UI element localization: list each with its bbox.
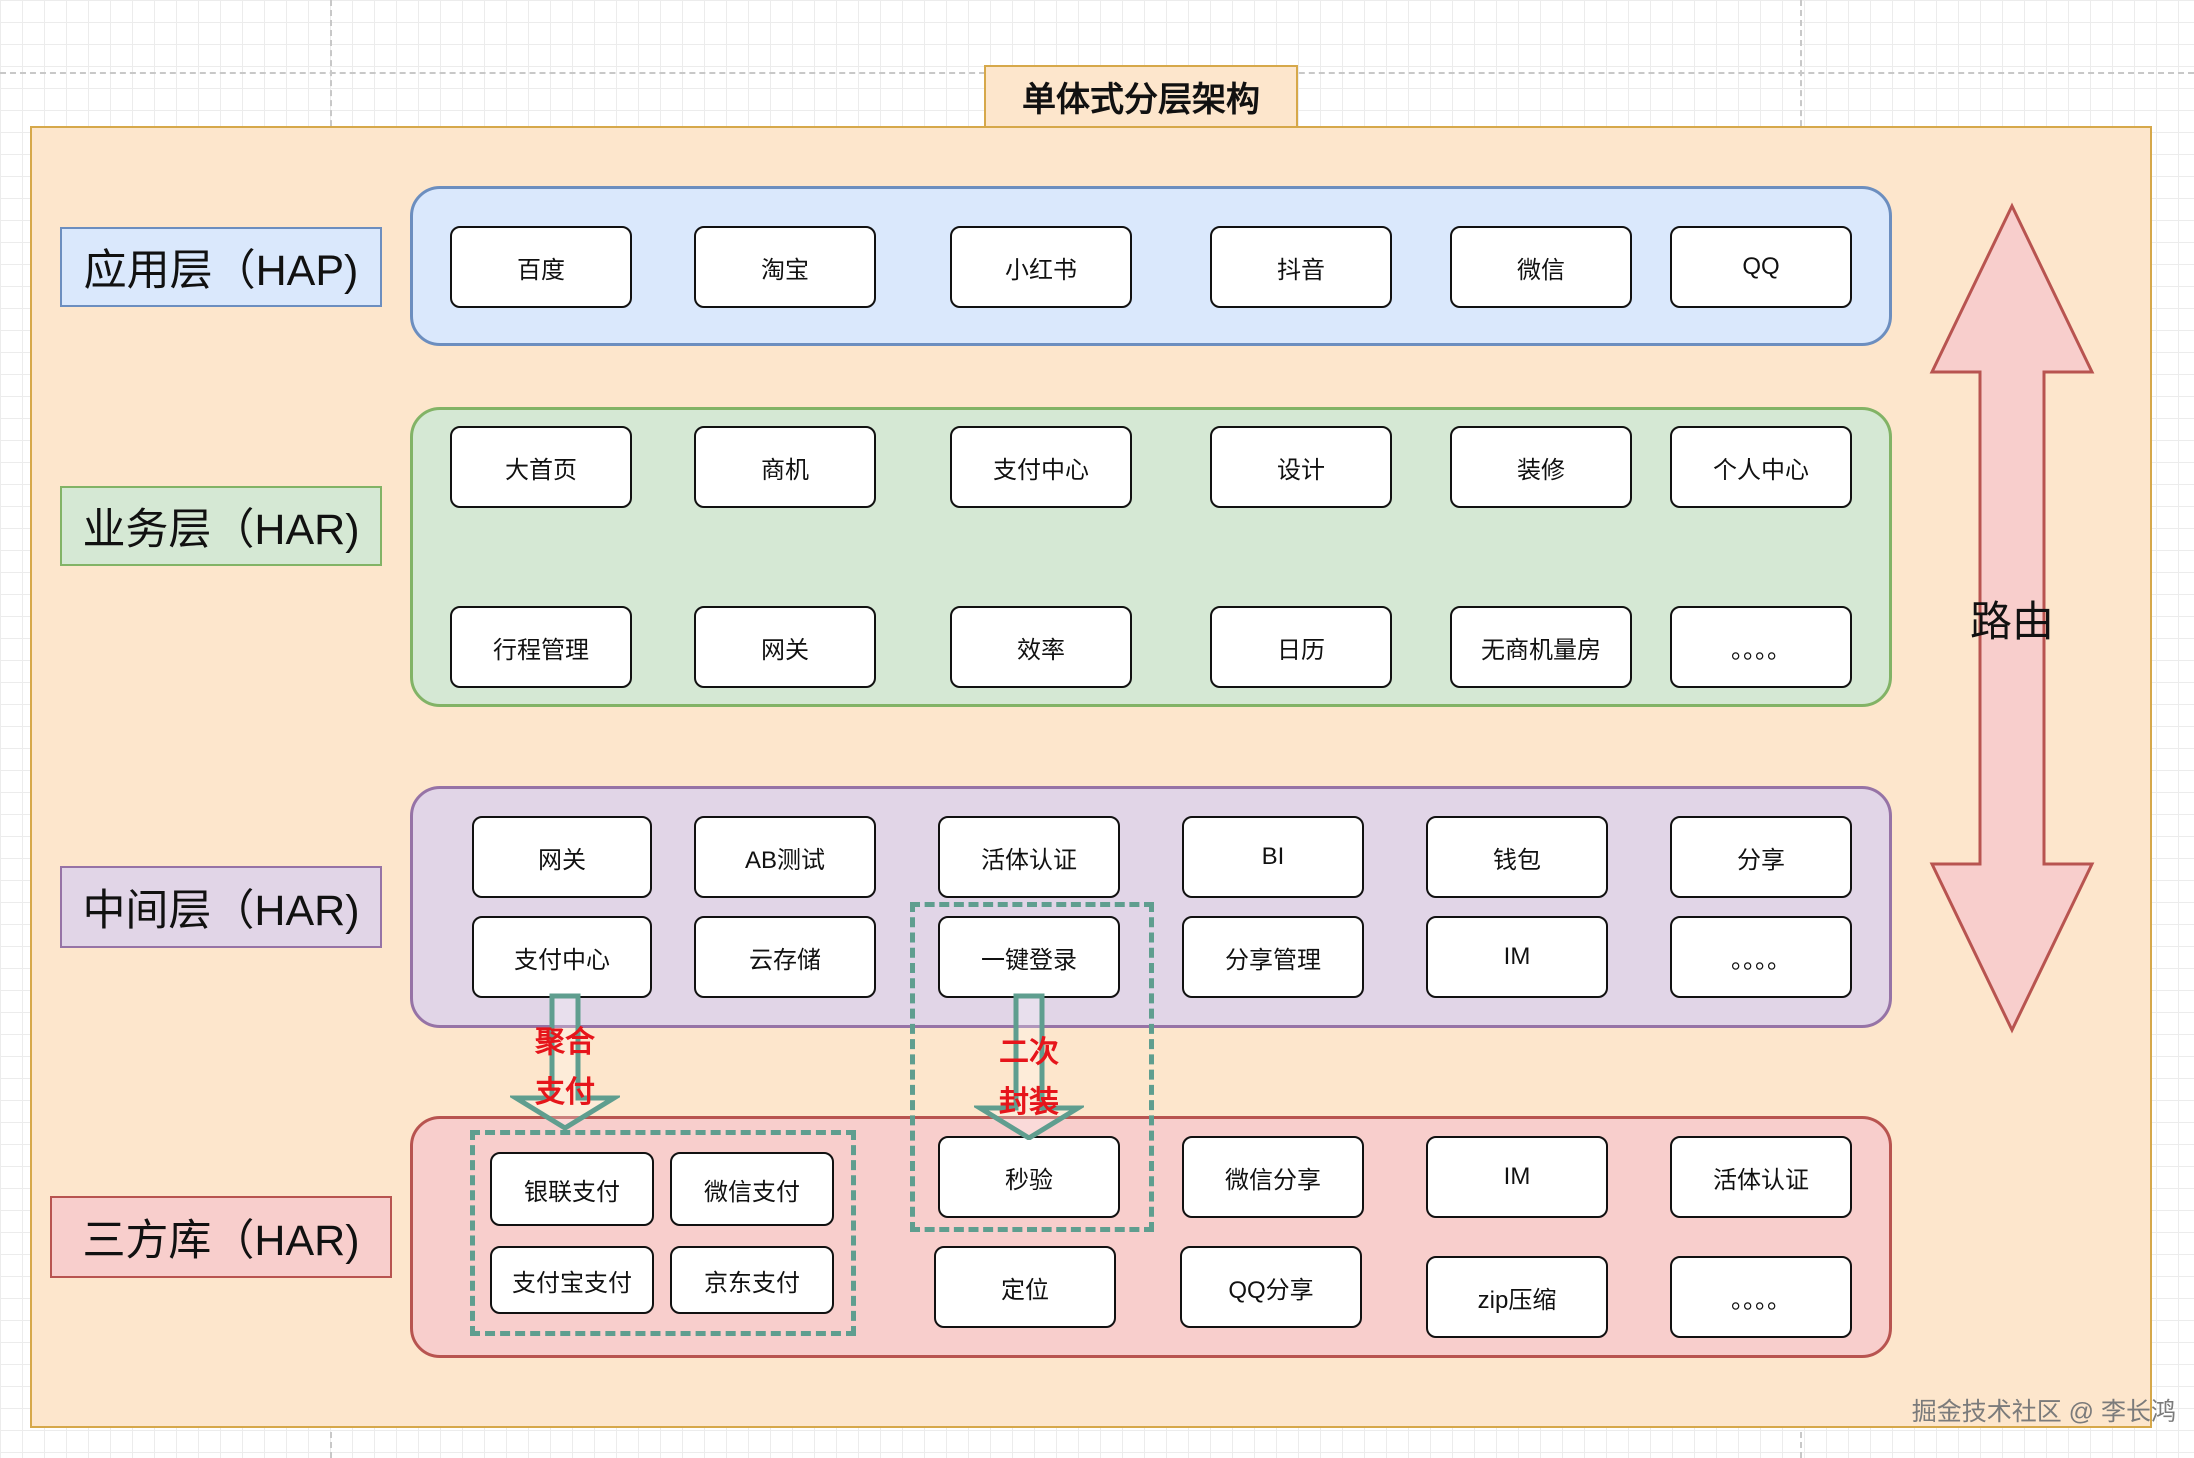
app-node[interactable]: 淘宝 — [694, 226, 876, 308]
business-node[interactable]: 网关 — [694, 606, 876, 688]
middle-node[interactable]: 网关 — [472, 816, 652, 898]
layer-app[interactable] — [410, 186, 1892, 346]
app-node[interactable]: 抖音 — [1210, 226, 1392, 308]
annotation-line: 二次 — [999, 1036, 1059, 1069]
business-node[interactable]: 效率 — [950, 606, 1132, 688]
payment-group-box[interactable] — [470, 1130, 856, 1336]
route-double-arrow-icon[interactable] — [1926, 200, 2098, 1036]
layer-label-app[interactable]: 应用层（HAP) — [60, 227, 382, 307]
business-node[interactable]: 装修 — [1450, 426, 1632, 508]
third-party-node[interactable]: 京东支付 — [670, 1246, 834, 1314]
annotation-line: 封装 — [999, 1086, 1059, 1119]
app-node[interactable]: QQ — [1670, 226, 1852, 308]
aggregate-payment-label: 聚合 支付 — [500, 1018, 630, 1118]
annotation-line: 聚合 — [535, 1026, 595, 1059]
business-node[interactable]: 行程管理 — [450, 606, 632, 688]
middle-node[interactable]: 一键登录 — [938, 916, 1120, 998]
secondary-wrap-label: 二次 封装 — [964, 1028, 1094, 1128]
third-party-node[interactable]: 定位 — [934, 1246, 1116, 1328]
business-node[interactable]: 无商机量房 — [1450, 606, 1632, 688]
business-node[interactable]: 日历 — [1210, 606, 1392, 688]
business-node[interactable]: 个人中心 — [1670, 426, 1852, 508]
third-party-node[interactable]: 支付宝支付 — [490, 1246, 654, 1314]
middle-node[interactable]: BI — [1182, 816, 1364, 898]
secondary-wrap-arrow-icon — [974, 993, 1084, 1140]
layer-label-middle[interactable]: 中间层（HAR) — [60, 866, 382, 948]
middle-node[interactable]: 活体认证 — [938, 816, 1120, 898]
middle-node[interactable]: 支付中心 — [472, 916, 652, 998]
business-node[interactable]: 设计 — [1210, 426, 1392, 508]
business-node[interactable]: 商机 — [694, 426, 876, 508]
middle-node[interactable]: 云存储 — [694, 916, 876, 998]
business-node[interactable]: 支付中心 — [950, 426, 1132, 508]
watermark: 掘金技术社区 @ 李长鸿 — [1911, 1398, 2176, 1426]
layer-business[interactable] — [410, 407, 1892, 707]
middle-node[interactable]: AB测试 — [694, 816, 876, 898]
business-node[interactable]: 大首页 — [450, 426, 632, 508]
third-party-node[interactable]: QQ分享 — [1180, 1246, 1362, 1328]
layer-label-business[interactable]: 业务层（HAR) — [60, 486, 382, 566]
third-party-node[interactable]: 秒验 — [938, 1136, 1120, 1218]
annotation-line: 支付 — [535, 1076, 595, 1109]
diagram-title[interactable]: 单体式分层架构 — [984, 65, 1298, 128]
business-node[interactable]: 。。。。 — [1670, 606, 1852, 688]
middle-node[interactable]: 分享 — [1670, 816, 1852, 898]
third-party-node[interactable]: zip压缩 — [1426, 1256, 1608, 1338]
route-label: 路由 — [1969, 598, 2054, 645]
app-node[interactable]: 微信 — [1450, 226, 1632, 308]
third-party-node[interactable]: 微信分享 — [1182, 1136, 1364, 1218]
middle-node[interactable]: 。。。。 — [1670, 916, 1852, 998]
third-party-node[interactable]: 微信支付 — [670, 1152, 834, 1226]
app-node[interactable]: 百度 — [450, 226, 632, 308]
app-node[interactable]: 小红书 — [950, 226, 1132, 308]
layer-label-third-party[interactable]: 三方库（HAR) — [50, 1196, 392, 1278]
middle-node[interactable]: 钱包 — [1426, 816, 1608, 898]
third-party-node[interactable]: 。。。。 — [1670, 1256, 1852, 1338]
aggregate-payment-arrow-icon — [510, 993, 620, 1130]
login-wrap-group-box[interactable] — [910, 902, 1154, 1232]
third-party-node[interactable]: 银联支付 — [490, 1152, 654, 1226]
third-party-node[interactable]: IM — [1426, 1136, 1608, 1218]
third-party-node[interactable]: 活体认证 — [1670, 1136, 1852, 1218]
middle-node[interactable]: IM — [1426, 916, 1608, 998]
middle-node[interactable]: 分享管理 — [1182, 916, 1364, 998]
